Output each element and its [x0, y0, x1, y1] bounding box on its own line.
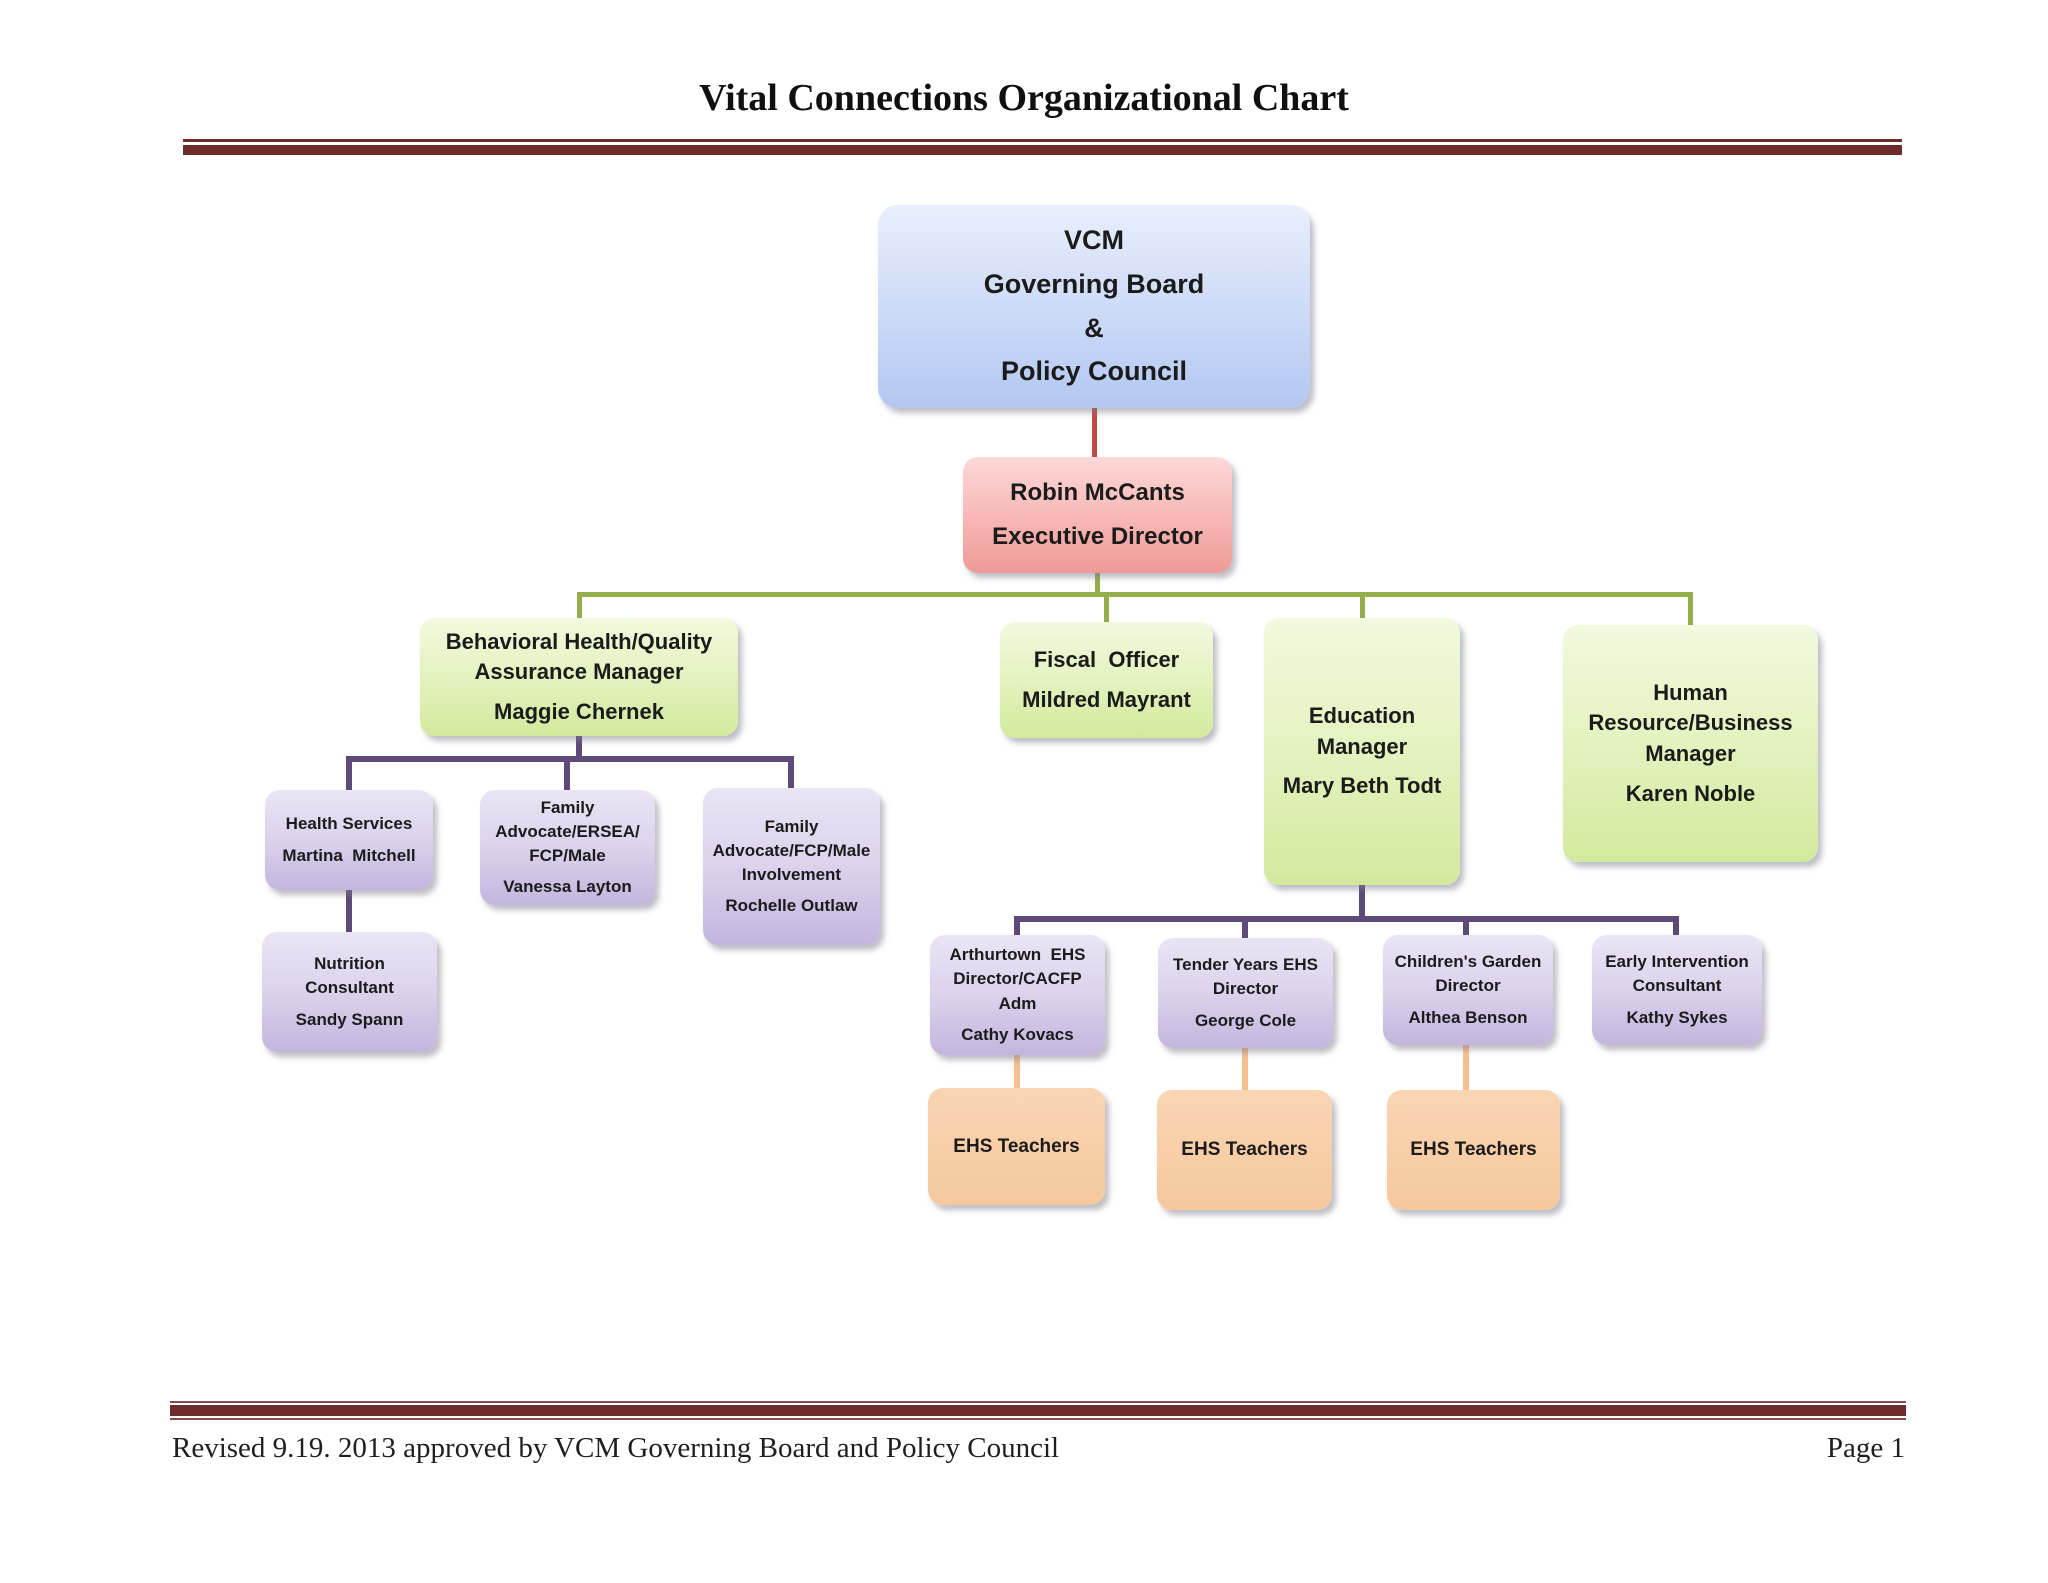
- connector-education-horizontal: [1014, 916, 1679, 922]
- connector-drop-behavioral: [577, 592, 582, 620]
- connector-board-executive: [1092, 408, 1097, 457]
- footer-rule: [170, 1401, 1906, 1420]
- connector-tender-teachers: [1242, 1046, 1248, 1092]
- node-text-line: Kathy Sykes: [1626, 1007, 1728, 1027]
- connector-drop-early: [1673, 916, 1679, 938]
- footer-revision-text: Revised 9.19. 2013 approved by VCM Gover…: [172, 1432, 1060, 1464]
- node-text-line: Rochelle Outlaw: [725, 896, 858, 916]
- node-text-line: Human: [1653, 679, 1728, 705]
- header-rule-thin-line: [183, 139, 1902, 142]
- node-text-line: VCM: [1064, 224, 1124, 255]
- org-node-hr-business-manager: Human Resource/Business Manager Karen No…: [1563, 625, 1818, 862]
- org-node-early-intervention-consultant: Early Intervention Consultant Kathy Syke…: [1592, 935, 1762, 1045]
- node-text-line: George Cole: [1194, 1010, 1297, 1030]
- org-node-arthurtown-ehs-director: Arthurtown EHS Director/CACFP Adm Cathy …: [930, 935, 1105, 1055]
- node-text-line: Arthurtown EHS: [949, 945, 1086, 965]
- header-rule: [183, 139, 1902, 155]
- connector-health-nutrition: [346, 888, 352, 934]
- node-text-line: Consultant: [305, 978, 394, 998]
- connector-drop-ersea: [564, 756, 570, 792]
- connector-drop-health: [346, 756, 352, 792]
- connector-drop-arthurtown: [1014, 916, 1020, 938]
- node-text-line: Cathy Kovacs: [961, 1024, 1074, 1044]
- node-text-line: Sandy Spann: [295, 1009, 404, 1029]
- node-text-line: Vanessa Layton: [503, 877, 632, 897]
- node-text-line: Robin McCants: [1010, 478, 1185, 506]
- node-text-line: Martina Mitchell: [282, 845, 416, 865]
- node-text-line: Family: [540, 797, 595, 817]
- connector-garden-teachers: [1463, 1043, 1469, 1093]
- org-node-family-advocate-ersea: Family Advocate/ERSEA/ FCP/Male Vanessa …: [480, 790, 655, 905]
- node-text-line: Mary Beth Todt: [1282, 773, 1442, 799]
- node-text-line: Governing Board: [983, 268, 1205, 299]
- org-node-ehs-teachers-childrens-garden: EHS Teachers: [1387, 1090, 1560, 1210]
- node-text-line: Family: [764, 816, 819, 836]
- connector-drop-fcp: [788, 756, 794, 790]
- node-text-line: Advocate/FCP/Male: [712, 840, 871, 860]
- node-text-line: Director: [1435, 976, 1501, 996]
- org-node-executive-director: Robin McCants Executive Director: [963, 457, 1232, 573]
- org-node-health-services: Health Services Martina Mitchell: [265, 790, 433, 890]
- node-text-line: Tender Years EHS: [1173, 955, 1318, 975]
- node-text-line: Adm: [998, 993, 1037, 1013]
- node-text-line: EHS Teachers: [953, 1135, 1080, 1157]
- org-node-education-manager: Education Manager Mary Beth Todt: [1264, 618, 1460, 885]
- org-node-behavioral-health-manager: Behavioral Health/Quality Assurance Mana…: [420, 618, 738, 736]
- org-node-ehs-teachers-arthurtown: EHS Teachers: [928, 1088, 1105, 1205]
- node-text-line: Executive Director: [992, 523, 1203, 550]
- connector-education-stub: [1359, 883, 1365, 921]
- node-text-line: Early Intervention: [1605, 952, 1749, 972]
- node-text-line: Director/CACFP: [953, 969, 1082, 989]
- org-node-childrens-garden-director: Children's Garden Director Althea Benson: [1383, 935, 1553, 1045]
- org-node-tender-years-ehs-director: Tender Years EHS Director George Cole: [1158, 938, 1333, 1048]
- node-text-line: Mildred Mayrant: [1022, 686, 1191, 712]
- connector-drop-tender: [1242, 916, 1248, 941]
- node-text-line: Policy Council: [1000, 356, 1188, 387]
- node-text-line: Behavioral Health/Quality: [445, 628, 713, 654]
- connector-drop-garden: [1463, 916, 1469, 938]
- page-title: Vital Connections Organizational Chart: [699, 77, 1349, 119]
- footer-rule-thin-bottom: [170, 1418, 1906, 1420]
- connector-executive-stub: [1095, 573, 1100, 594]
- org-node-nutrition-consultant: Nutrition Consultant Sandy Spann: [262, 932, 437, 1052]
- footer-page-number: Page 1: [1826, 1432, 1905, 1464]
- node-text-line: Children's Garden: [1394, 952, 1542, 972]
- node-text-line: Manager: [1645, 741, 1736, 766]
- node-text-line: Involvement: [741, 865, 842, 884]
- org-node-governing-board: VCM Governing Board & Policy Council: [878, 205, 1310, 408]
- node-text-line: FCP/Male: [529, 846, 606, 865]
- org-node-fiscal-officer: Fiscal Officer Mildred Mayrant: [1000, 622, 1213, 738]
- node-text-line: EHS Teachers: [1410, 1139, 1537, 1160]
- node-text-line: EHS Teachers: [1181, 1139, 1308, 1160]
- connector-drop-education: [1360, 592, 1365, 620]
- node-text-line: Nutrition: [314, 954, 385, 974]
- node-text-line: Director: [1212, 979, 1279, 999]
- connector-level2-horizontal: [577, 592, 1693, 597]
- node-text-line: &: [1084, 312, 1104, 343]
- node-text-line: Resource/Business: [1588, 710, 1793, 736]
- connector-drop-fiscal: [1104, 592, 1109, 624]
- org-node-ehs-teachers-tender-years: EHS Teachers: [1157, 1090, 1332, 1210]
- connector-level3-horizontal: [346, 756, 794, 762]
- node-text-line: Fiscal Officer: [1033, 646, 1180, 672]
- node-text-line: Assurance Manager: [474, 659, 684, 685]
- footer-rule-thick-line: [170, 1405, 1906, 1416]
- connector-arthurtown-teachers: [1014, 1053, 1020, 1091]
- header-rule-thick-line: [183, 145, 1902, 155]
- node-text-line: Manager: [1316, 733, 1408, 759]
- node-text-line: Althea Benson: [1408, 1007, 1528, 1027]
- connector-behavioral-stub: [576, 736, 582, 762]
- node-text-line: Karen Noble: [1625, 780, 1756, 806]
- footer-rule-thin-top: [170, 1401, 1906, 1403]
- node-text-line: Health Services: [285, 814, 413, 834]
- node-text-line: Education: [1308, 703, 1416, 729]
- node-text-line: Maggie Chernek: [494, 698, 664, 724]
- node-text-line: Consultant: [1632, 976, 1722, 996]
- connector-drop-hr: [1688, 592, 1693, 627]
- node-text-line: Advocate/ERSEA/: [495, 821, 640, 841]
- org-node-family-advocate-fcp: Family Advocate/FCP/Male Involvement Roc…: [703, 788, 880, 945]
